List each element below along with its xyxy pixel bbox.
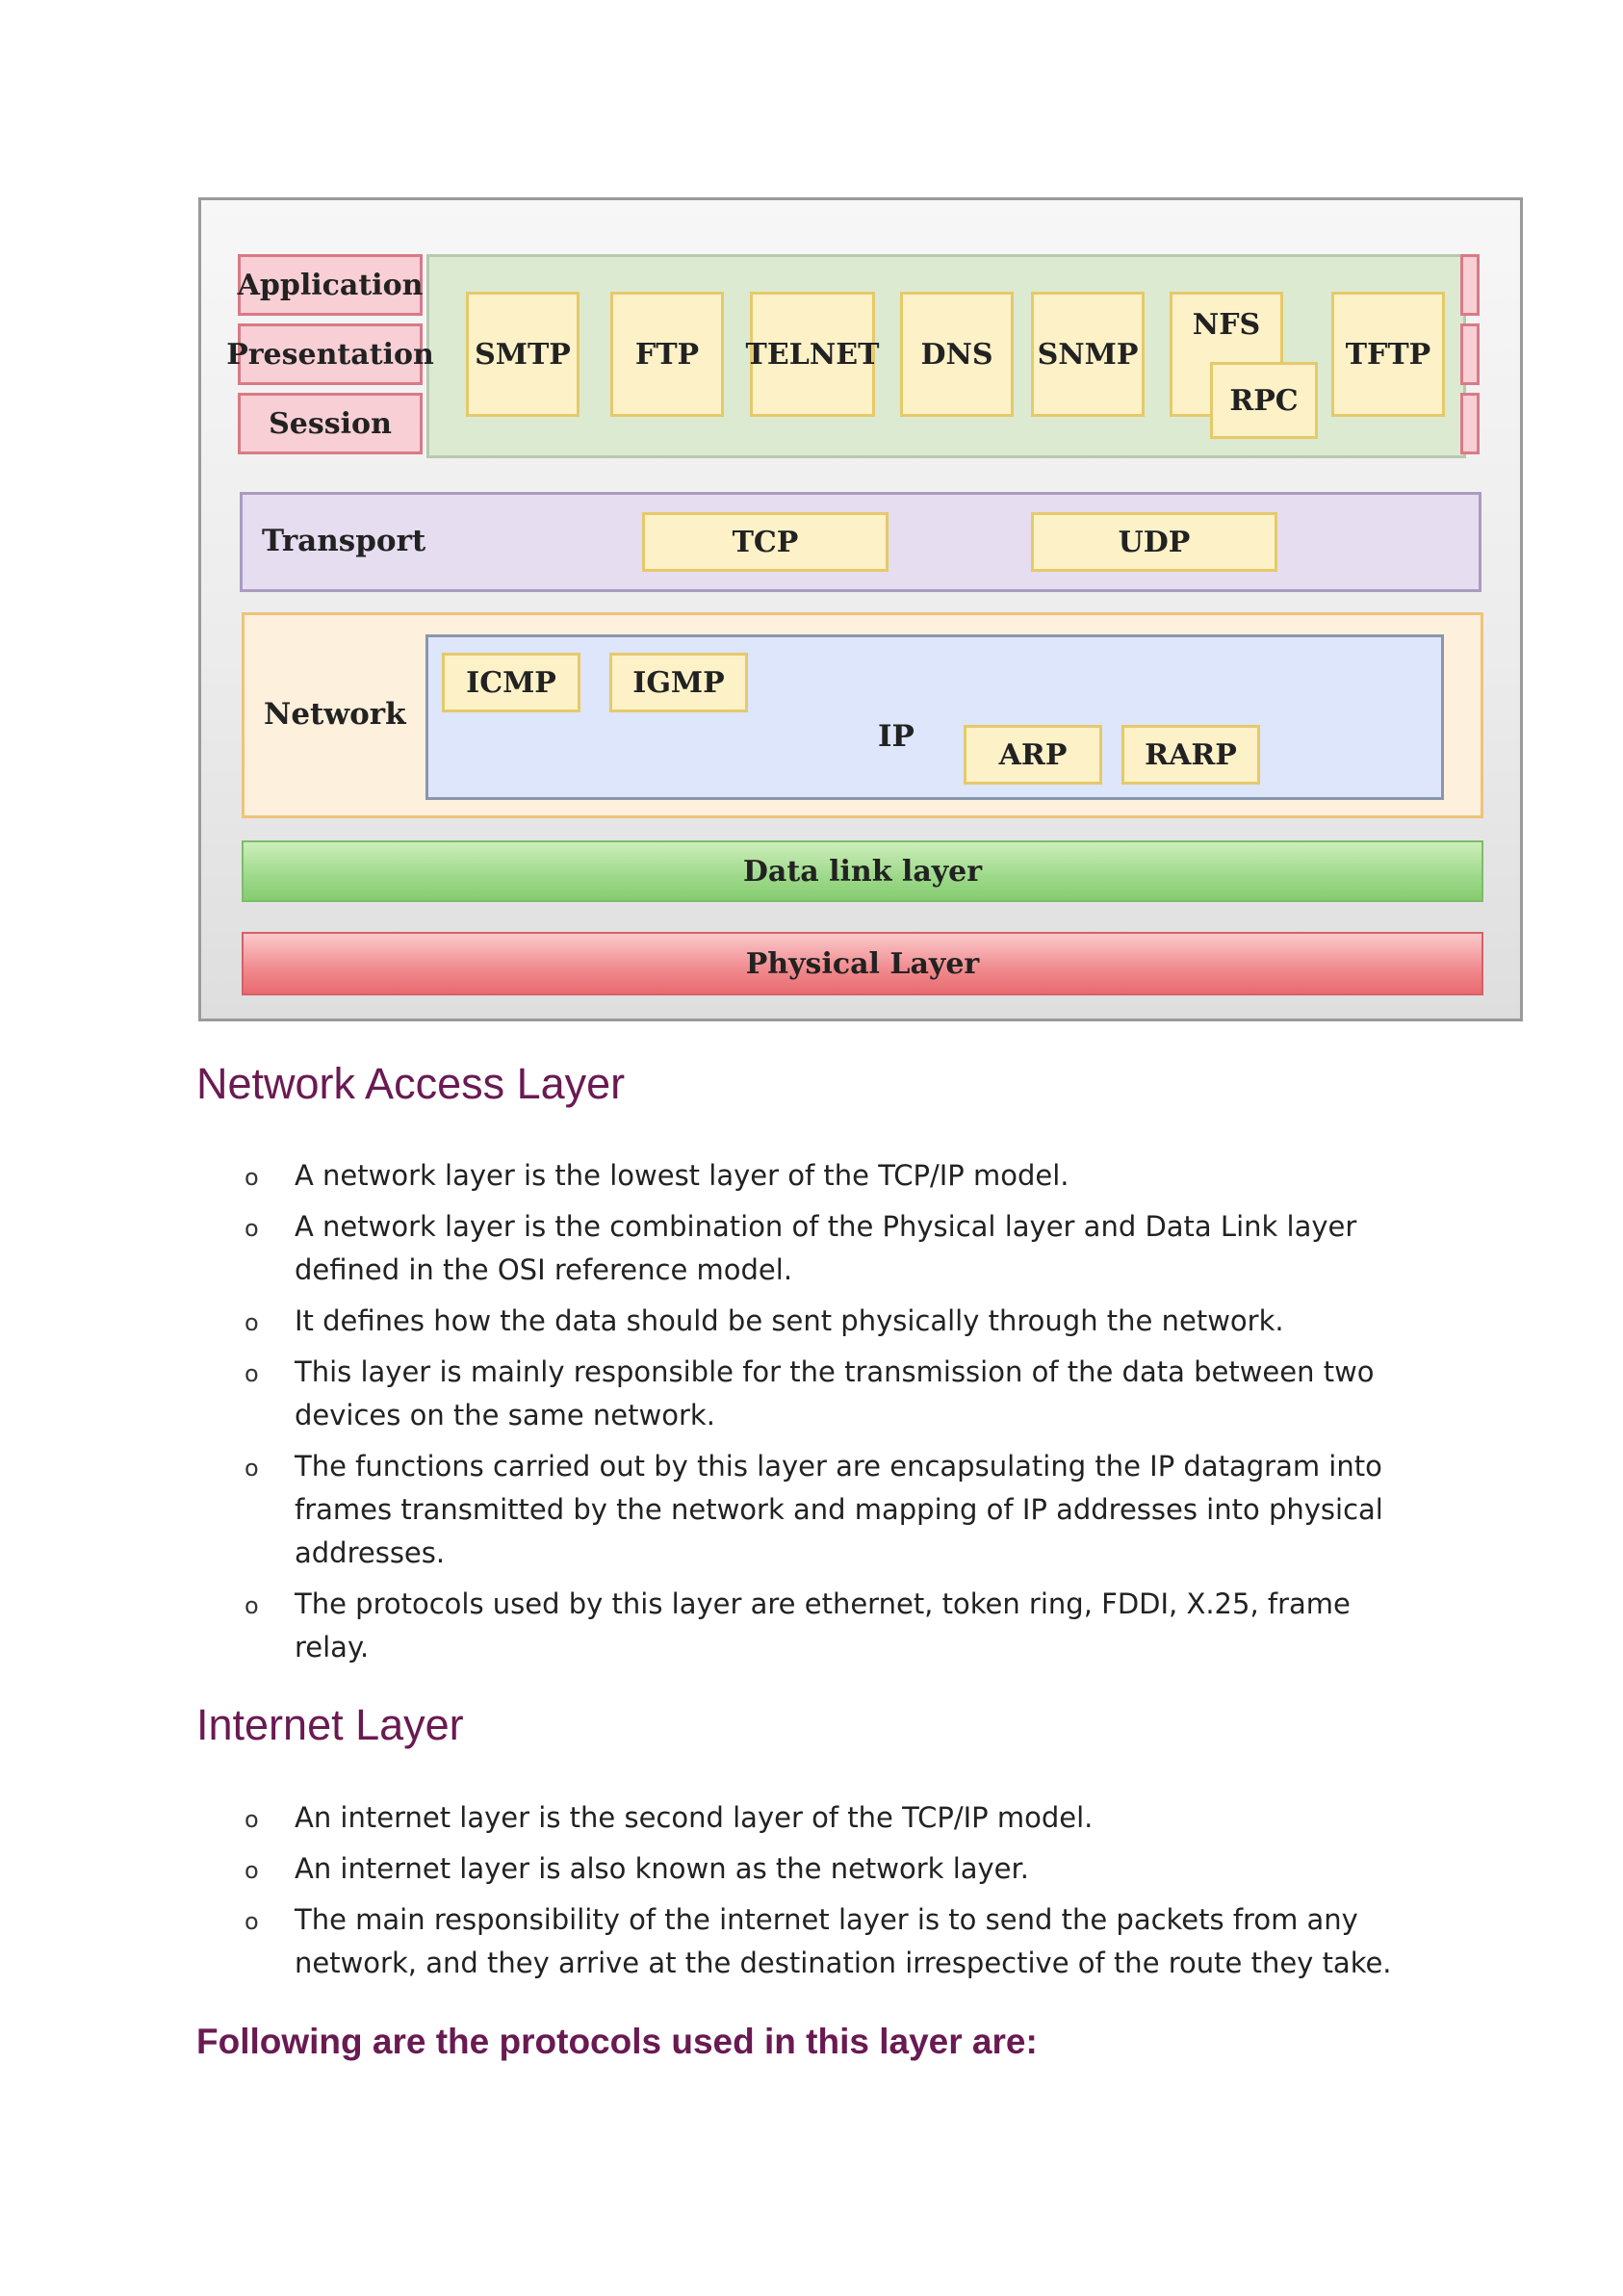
internet-bullet-list: o An internet layer is the second layer o… [0, 1796, 1623, 1993]
tcp-ip-model-diagram: Application Presentation Session SMTP FT… [198, 197, 1523, 1021]
list-item: o The protocols used by this layer are et… [0, 1583, 1623, 1669]
osi-application-label: Application [237, 268, 424, 302]
protocol-icmp: ICMP [442, 653, 580, 712]
protocol-smtp: SMTP [466, 292, 580, 417]
list-item: o An internet layer is the second layer o… [0, 1796, 1623, 1840]
protocol-tftp: TFTP [1331, 292, 1445, 417]
bullet-marker: o [245, 1806, 259, 1833]
list-item: o A network layer is the lowest layer of … [0, 1154, 1623, 1198]
protocol-udp: UDP [1031, 512, 1277, 572]
ip-label: IP [878, 719, 915, 754]
bullet-marker: o [245, 1164, 259, 1191]
list-item: o A network layer is the combination of t… [0, 1205, 1623, 1292]
list-item: o The main responsibility of the internet… [0, 1898, 1623, 1985]
right-edge-marker [1460, 254, 1480, 316]
list-item-text: A network layer is the lowest layer of t… [295, 1159, 1069, 1192]
list-item: o This layer is mainly responsible for th… [0, 1351, 1623, 1437]
protocol-snmp: SNMP [1031, 292, 1145, 417]
protocol-telnet: TELNET [746, 292, 879, 417]
bullet-marker: o [245, 1592, 259, 1619]
osi-session-label: Session [269, 406, 392, 441]
bullet-marker: o [245, 1360, 259, 1387]
network-label: Network [264, 697, 406, 732]
list-item-text: An internet layer is also known as the n… [295, 1852, 1030, 1885]
list-item-text: A network layer is the combination of th… [295, 1210, 1357, 1286]
data-link-layer: Data link layer [242, 840, 1483, 902]
protocol-igmp: IGMP [609, 653, 748, 712]
transport-label: Transport [262, 524, 426, 558]
list-item: o It defines how the data should be sent … [0, 1300, 1623, 1343]
physical-layer: Physical Layer [242, 932, 1483, 995]
osi-presentation-box: Presentation [226, 323, 434, 385]
list-item-text: The main responsibility of the internet … [295, 1903, 1392, 1979]
section-heading-network-access: Network Access Layer [196, 1059, 626, 1108]
protocol-arp: ARP [964, 725, 1102, 785]
section-heading-internet: Internet Layer [196, 1700, 464, 1749]
protocol-ftp: FTP [610, 292, 724, 417]
bullet-marker: o [245, 1215, 259, 1242]
protocol-rarp: RARP [1121, 725, 1260, 785]
osi-application-box: Application [238, 254, 423, 316]
list-item-text: An internet layer is the second layer of… [295, 1801, 1094, 1834]
list-item-text: The functions carried out by this layer … [295, 1450, 1383, 1569]
bullet-marker: o [245, 1908, 259, 1935]
bullet-marker: o [245, 1857, 259, 1884]
bullet-marker: o [245, 1309, 259, 1336]
right-edge-marker [1460, 393, 1480, 454]
network-access-bullet-list: o A network layer is the lowest layer of … [0, 1154, 1623, 1677]
osi-presentation-label: Presentation [226, 337, 434, 372]
osi-session-box: Session [238, 393, 423, 454]
protocol-rpc: RPC [1210, 362, 1318, 439]
ip-area: IP [425, 634, 1444, 800]
list-item-text: It defines how the data should be sent p… [295, 1304, 1284, 1337]
list-item-text: The protocols used by this layer are eth… [295, 1587, 1351, 1664]
bullet-marker: o [245, 1455, 259, 1482]
list-item: o An internet layer is also known as the … [0, 1847, 1623, 1891]
protocol-dns: DNS [900, 292, 1014, 417]
list-item: o The functions carried out by this layer… [0, 1445, 1623, 1575]
protocol-tcp: TCP [642, 512, 889, 572]
list-item-text: This layer is mainly responsible for the… [295, 1355, 1375, 1432]
right-edge-marker [1460, 323, 1480, 385]
protocols-subheading: Following are the protocols used in this… [196, 2022, 1038, 2061]
